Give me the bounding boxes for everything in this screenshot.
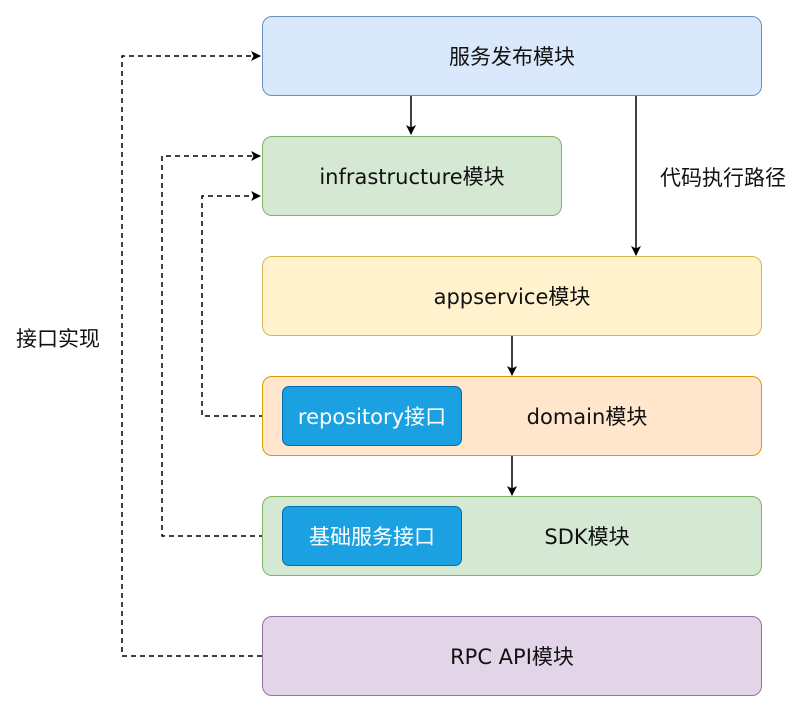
label-interface-impl: 接口实现 (16, 327, 100, 351)
node-base-service-interface: 基础服务接口 (282, 506, 462, 566)
dashed-base-service-to-infrastructure (161, 151, 282, 537)
node-infrastructure-label: infrastructure模块 (319, 165, 505, 189)
label-execution-path: 代码执行路径 (660, 166, 786, 190)
node-repository-interface-label: repository接口 (297, 405, 447, 429)
node-sdk-label: SDK模块 (544, 525, 630, 549)
dashed-repository-to-infrastructure (201, 191, 282, 417)
node-infrastructure: infrastructure模块 (262, 136, 562, 216)
node-base-service-interface-label: 基础服务接口 (309, 525, 435, 549)
node-rpc-api: RPC API模块 (262, 616, 762, 696)
node-service-publish: 服务发布模块 (262, 16, 762, 96)
dashed-rpc-to-publish (121, 51, 262, 657)
node-rpc-api-label: RPC API模块 (450, 645, 574, 669)
node-service-publish-label: 服务发布模块 (449, 45, 575, 69)
node-appservice: appservice模块 (262, 256, 762, 336)
node-repository-interface: repository接口 (282, 386, 462, 446)
node-domain-label: domain模块 (526, 405, 648, 429)
node-appservice-label: appservice模块 (433, 285, 591, 309)
